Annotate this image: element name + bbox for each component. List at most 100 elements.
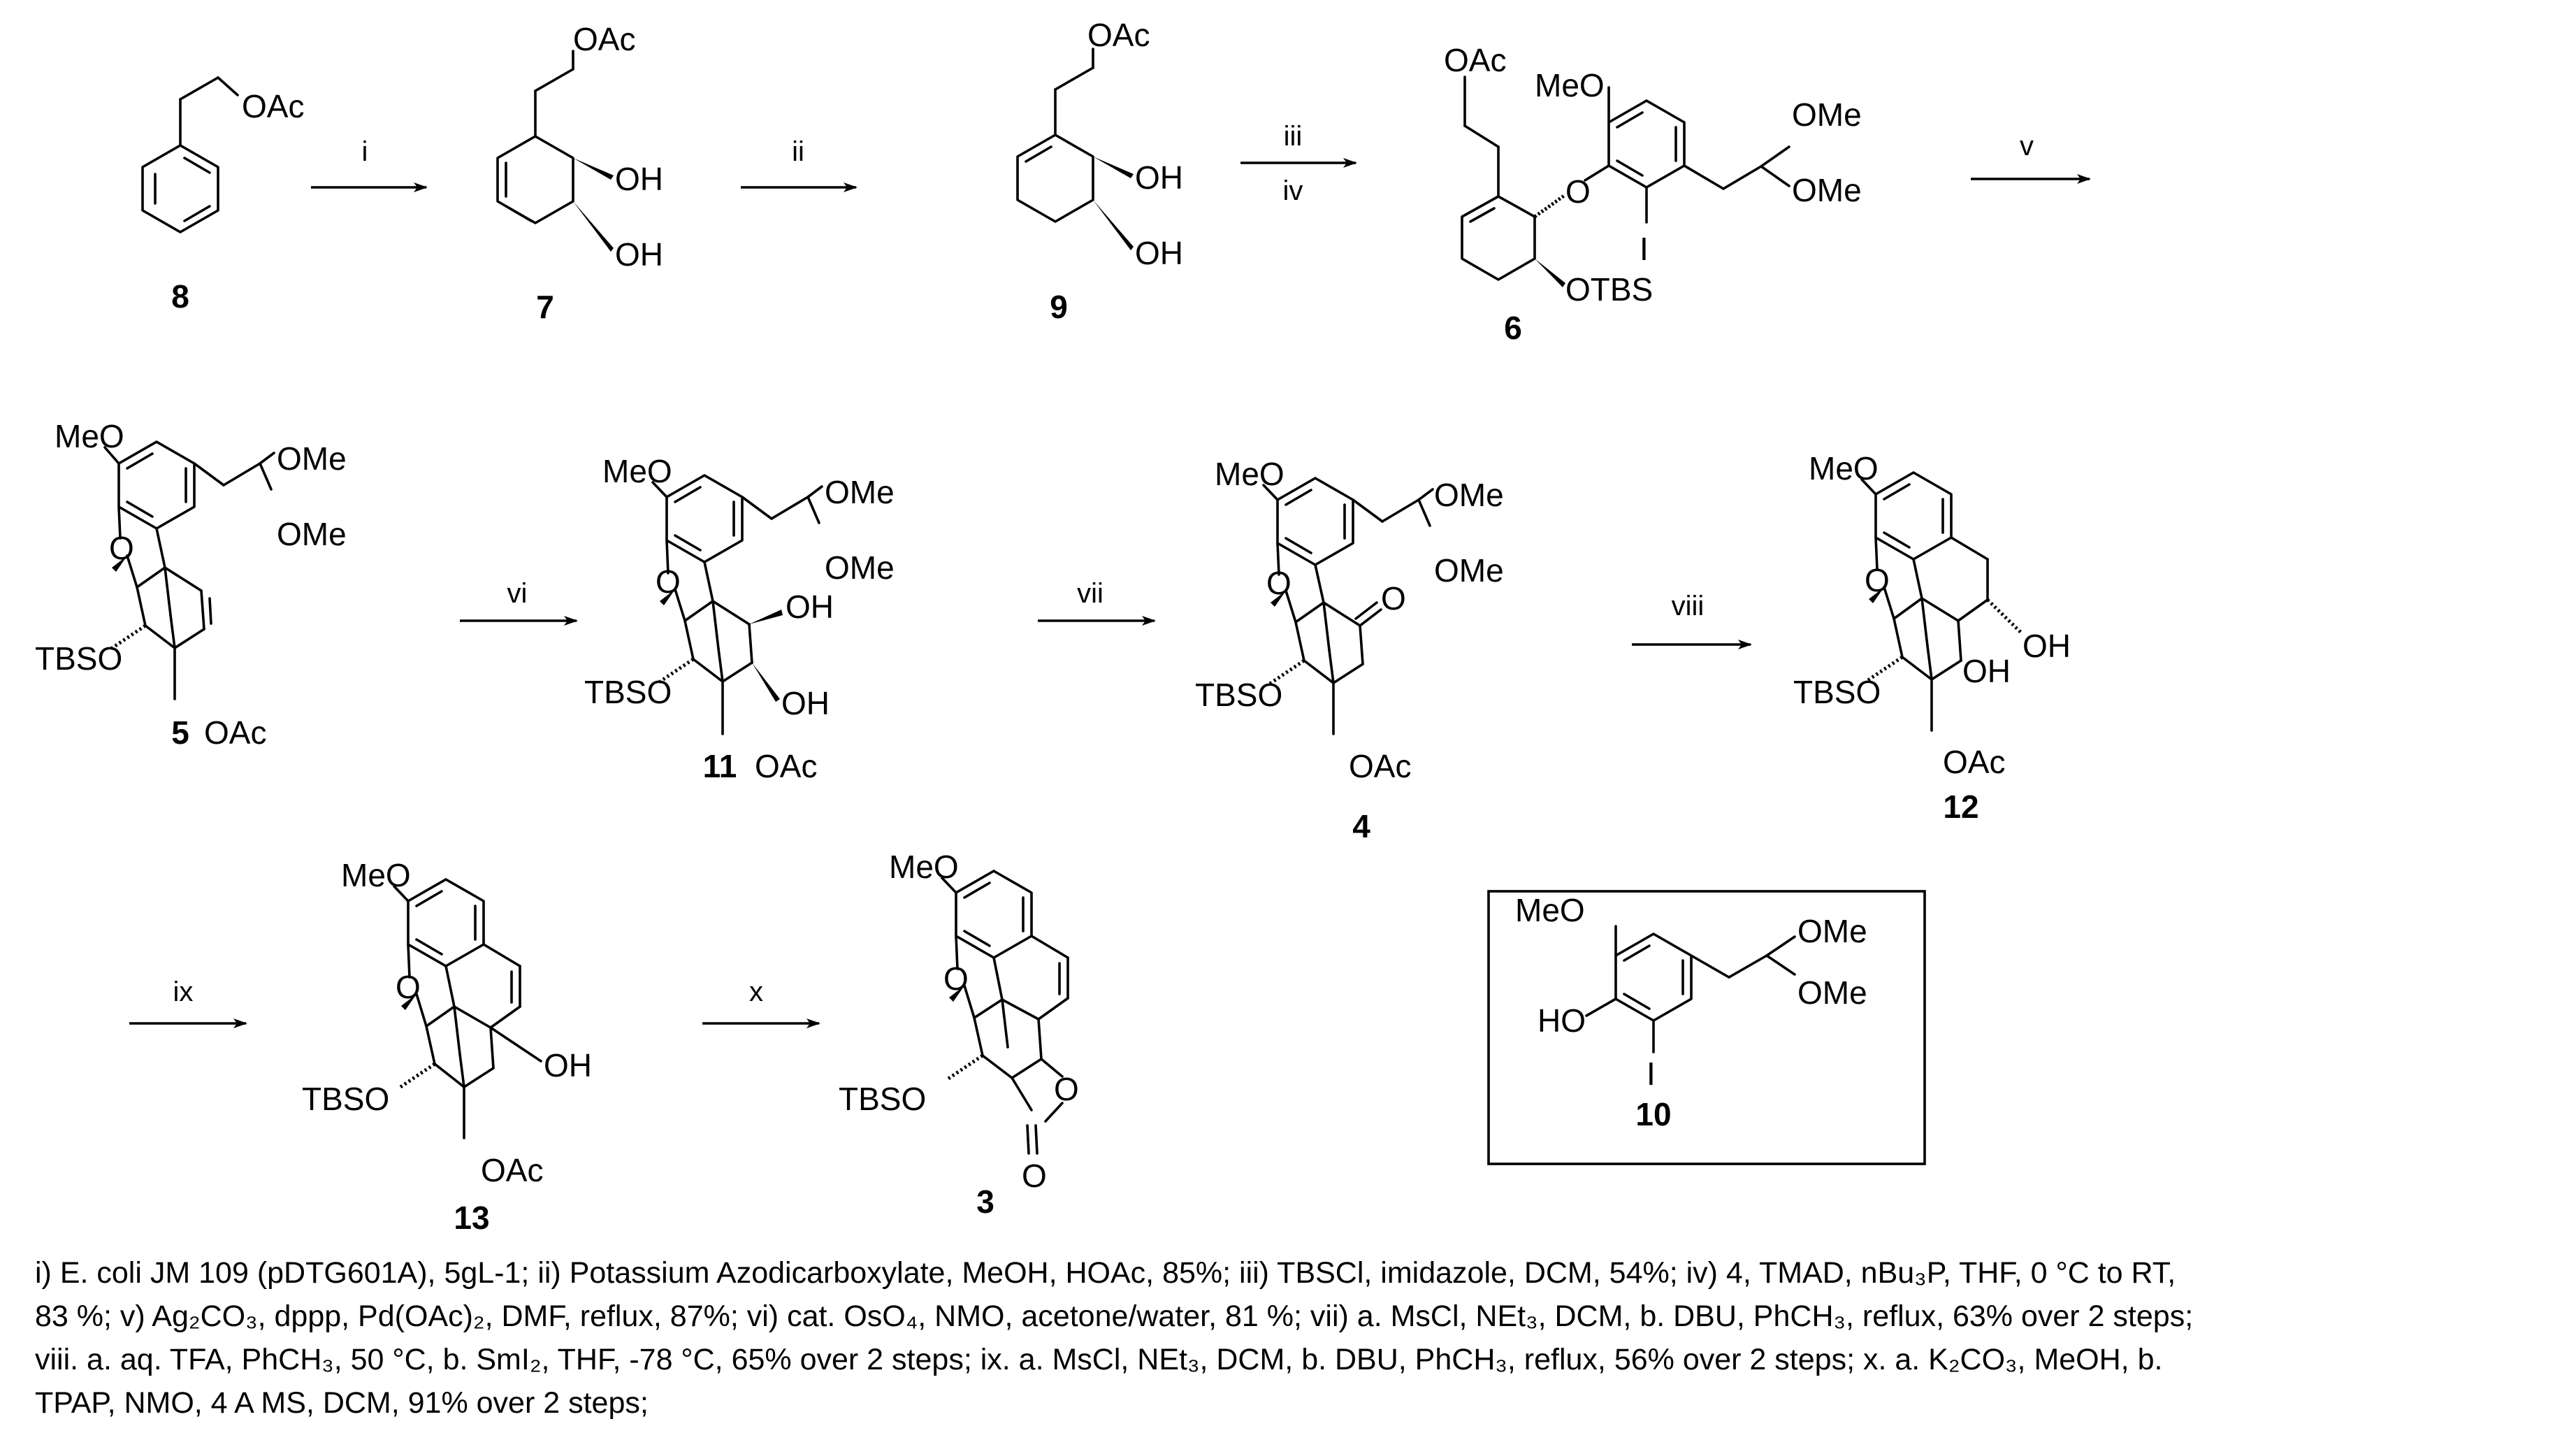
compound-6: OAc MeO O I OMe OMe OTBS 6 — [1444, 42, 1862, 346]
step-label: vi — [507, 578, 528, 609]
conditions-line: 83 %; v) Ag₂CO₃, dppp, Pd(OAc)₂, DMF, re… — [35, 1300, 2194, 1333]
iodo-label: I — [1640, 231, 1649, 267]
oh-label-1: OH — [615, 161, 663, 197]
compound-10: MeO HO I OMe OMe 10 — [1487, 890, 1926, 1165]
compound-8: OAc 8 — [141, 76, 304, 315]
reaction-arrow-i: i — [311, 136, 428, 192]
ome-label-2: OMe — [1797, 974, 1867, 1011]
compound-number: 12 — [1943, 789, 1978, 825]
tbso-label: TBSO — [302, 1081, 389, 1117]
tbso-label: TBSO — [35, 640, 122, 677]
iodo-label: I — [1647, 1056, 1656, 1092]
tbso-label: TBSO — [1793, 674, 1881, 710]
oac-label: OAc — [204, 714, 266, 751]
ome-label-2: OMe — [277, 516, 347, 552]
lactone-oxygen: O — [1054, 1071, 1079, 1107]
compound-number: 7 — [536, 289, 554, 325]
meo-label: MeO — [341, 857, 411, 893]
compound-9: OAc OH OH 9 — [1016, 17, 1183, 325]
reaction-arrow-v: v — [1971, 131, 2091, 184]
ome-label-1: OMe — [1792, 96, 1862, 133]
oac-label: OAc — [242, 88, 304, 124]
step-label-iii: iii — [1284, 121, 1303, 152]
oac-label: OAc — [1444, 42, 1506, 78]
step-label: vii — [1077, 578, 1104, 609]
oh-label-2: OH — [781, 685, 830, 721]
oac-label: OAc — [573, 21, 635, 57]
compound-number: 13 — [454, 1200, 489, 1236]
oac-label: OAc — [755, 748, 817, 784]
conditions-line: viii. a. aq. TFA, PhCH₃, 50 °C, b. SmI₂,… — [35, 1343, 2163, 1376]
compound-12: MeO O OH OH TBSO OAc 12 — [1793, 450, 2071, 825]
oac-label: OAc — [1943, 744, 2005, 780]
ether-oxygen: O — [109, 530, 134, 566]
ether-oxygen: O — [396, 969, 421, 1005]
ether-oxygen: O — [943, 960, 969, 997]
step-label-iv: iv — [1283, 175, 1303, 206]
conditions-line: TPAP, NMO, 4 A MS, DCM, 91% over 2 steps… — [35, 1386, 649, 1420]
step-label: i — [362, 136, 368, 167]
meo-label: MeO — [55, 418, 124, 454]
oh-label-1: OH — [2023, 628, 2071, 664]
ome-label-1: OMe — [1434, 477, 1504, 513]
ome-label-1: OMe — [277, 440, 347, 477]
ome-label-2: OMe — [825, 549, 895, 586]
conditions-line: i) E. coli JM 109 (pDTG601A), 5gL-1; ii)… — [35, 1256, 2176, 1290]
reaction-arrow-ii: ii — [741, 136, 858, 192]
compound-11: MeO O OMe OMe OH OH TBSO OAc 11 — [584, 453, 895, 784]
synthesis-scheme: OAc 8 i OAc OH OH 7 ii — [35, 17, 2091, 1236]
meo-label: MeO — [1809, 450, 1879, 487]
ether-oxygen: O — [656, 563, 681, 600]
compound-number: 8 — [171, 278, 189, 315]
meo-label: MeO — [1215, 456, 1285, 492]
compound-3: MeO O O O TBSO 3 — [839, 849, 1079, 1220]
oh-label-2: OH — [1135, 235, 1183, 271]
reaction-arrow-vi: vi — [460, 578, 578, 626]
carbonyl-oxygen: O — [1022, 1158, 1047, 1194]
oh-label-2: OH — [615, 236, 663, 273]
reaction-arrow-vii: vii — [1038, 578, 1156, 626]
ether-oxygen: O — [1266, 565, 1291, 601]
oac-label: OAc — [1087, 17, 1150, 53]
compound-number: 9 — [1050, 289, 1068, 325]
ho-label: HO — [1537, 1002, 1586, 1039]
step-label: viii — [1672, 591, 1705, 621]
reaction-conditions: i) E. coli JM 109 (pDTG601A), 5gL-1; ii)… — [35, 1251, 2551, 1425]
compound-number: 5 — [171, 714, 189, 751]
ome-label-2: OMe — [1792, 172, 1862, 208]
reaction-arrow-iii-iv: iii iv — [1240, 121, 1357, 206]
compound-5: MeO O OMe OMe TBSO OAc 5 — [35, 418, 347, 751]
otbs-label: OTBS — [1565, 271, 1653, 308]
compound-number: 11 — [703, 748, 737, 784]
ome-label-1: OMe — [1797, 913, 1867, 949]
compound-number: 4 — [1352, 808, 1370, 844]
reaction-arrow-x: x — [702, 977, 820, 1028]
step-label: ix — [173, 977, 194, 1007]
compound-4: MeO O OMe OMe O TBSO OAc 4 — [1195, 456, 1504, 844]
compound-10-box — [1487, 890, 1926, 1165]
meo-label: MeO — [1515, 892, 1585, 928]
compound-number: 10 — [1635, 1096, 1671, 1132]
ketone-oxygen: O — [1381, 580, 1406, 617]
step-label: v — [2020, 131, 2034, 161]
step-label: x — [749, 977, 763, 1007]
oh-label-1: OH — [786, 589, 834, 625]
ether-oxygen: O — [1865, 562, 1890, 598]
meo-label: MeO — [1535, 67, 1605, 103]
meo-label: MeO — [602, 453, 672, 489]
oac-label: OAc — [1349, 748, 1411, 784]
compound-7: OAc OH OH 7 — [496, 21, 663, 325]
meo-label: MeO — [889, 849, 959, 885]
oh-label: OH — [544, 1047, 592, 1084]
compound-number: 3 — [976, 1183, 994, 1220]
reaction-arrow-viii: viii — [1632, 591, 1752, 649]
compound-13: MeO O OH TBSO OAc 13 — [302, 857, 592, 1236]
tbso-label: TBSO — [584, 674, 672, 710]
tbso-label: TBSO — [1195, 677, 1282, 713]
ether-oxygen: O — [1565, 173, 1591, 210]
ome-label-1: OMe — [825, 474, 895, 510]
step-label: ii — [792, 136, 804, 167]
oac-label: OAc — [481, 1152, 543, 1188]
oh-label-1: OH — [1135, 159, 1183, 196]
ome-label-2: OMe — [1434, 552, 1504, 589]
